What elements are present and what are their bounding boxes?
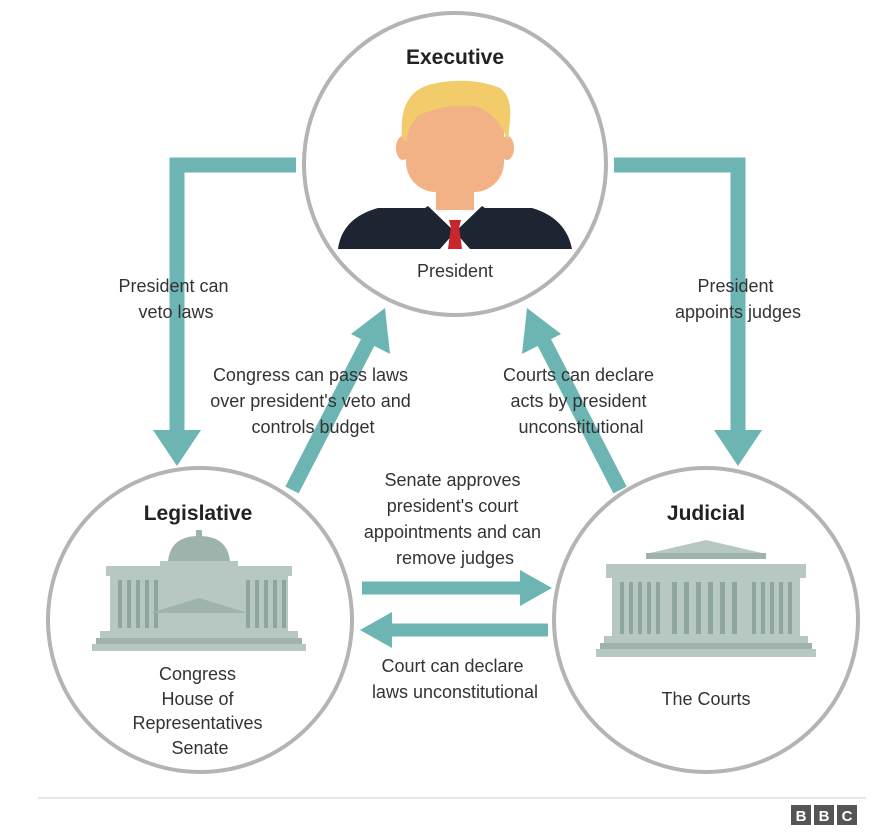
caption-president-appoints: President appoints judges <box>675 276 801 322</box>
caption-courts-declare-acts: Courts can declare acts by president unc… <box>503 365 659 437</box>
arrow-courts-declare-acts <box>522 308 627 494</box>
capitol-building-icon <box>92 530 306 651</box>
judicial-title: Judicial <box>667 502 745 525</box>
building-column <box>273 580 277 628</box>
building-column <box>779 582 783 634</box>
caption-president-veto: President can veto laws <box>118 276 233 322</box>
arrow-president-veto <box>153 157 296 466</box>
legislative-branch: Legislative Congress House of Representa… <box>46 466 354 774</box>
building-column <box>788 582 792 634</box>
building-column <box>732 582 737 634</box>
building-column <box>770 582 774 634</box>
building-column <box>656 582 660 634</box>
building-column <box>264 580 268 628</box>
legislative-title: Legislative <box>144 502 253 525</box>
svg-text:B: B <box>796 808 807 825</box>
building-column <box>136 580 140 628</box>
building-column <box>629 582 633 634</box>
building-column <box>761 582 765 634</box>
arrow-congress-override <box>285 308 390 494</box>
executive-title: Executive <box>406 46 504 69</box>
building-column <box>752 582 756 634</box>
judicial-branch: Judicial The Courts <box>552 466 860 774</box>
legislative-label: Congress House of Representatives Senate <box>132 664 267 758</box>
building-column <box>647 582 651 634</box>
building-column <box>684 582 689 634</box>
caption-court-declares-laws: Court can declare laws unconstitutional <box>372 656 538 702</box>
executive-branch: Executive President <box>302 11 608 317</box>
courthouse-building-icon <box>596 540 816 657</box>
president-label: President <box>417 261 493 281</box>
judicial-label: The Courts <box>661 689 750 709</box>
caption-congress-override: Congress can pass laws over president's … <box>210 365 416 437</box>
building-column <box>127 580 131 628</box>
building-column <box>638 582 642 634</box>
building-column <box>246 580 250 628</box>
president-figure-icon <box>338 80 572 249</box>
bbc-logo: B B C <box>791 805 857 825</box>
arrow-president-appoints-judges <box>614 157 762 466</box>
arrow-court-declares-laws <box>360 612 548 648</box>
svg-text:C: C <box>842 808 853 825</box>
building-column <box>620 582 624 634</box>
building-column <box>145 580 149 628</box>
building-column <box>720 582 725 634</box>
building-column <box>708 582 713 634</box>
svg-text:B: B <box>819 808 830 825</box>
building-column <box>255 580 259 628</box>
building-column <box>118 580 122 628</box>
caption-senate-approves: Senate approves president's court appoin… <box>364 470 546 568</box>
building-column <box>282 580 286 628</box>
building-column <box>696 582 701 634</box>
building-column <box>672 582 677 634</box>
arrow-senate-approves <box>362 570 552 606</box>
building-column <box>154 580 158 628</box>
